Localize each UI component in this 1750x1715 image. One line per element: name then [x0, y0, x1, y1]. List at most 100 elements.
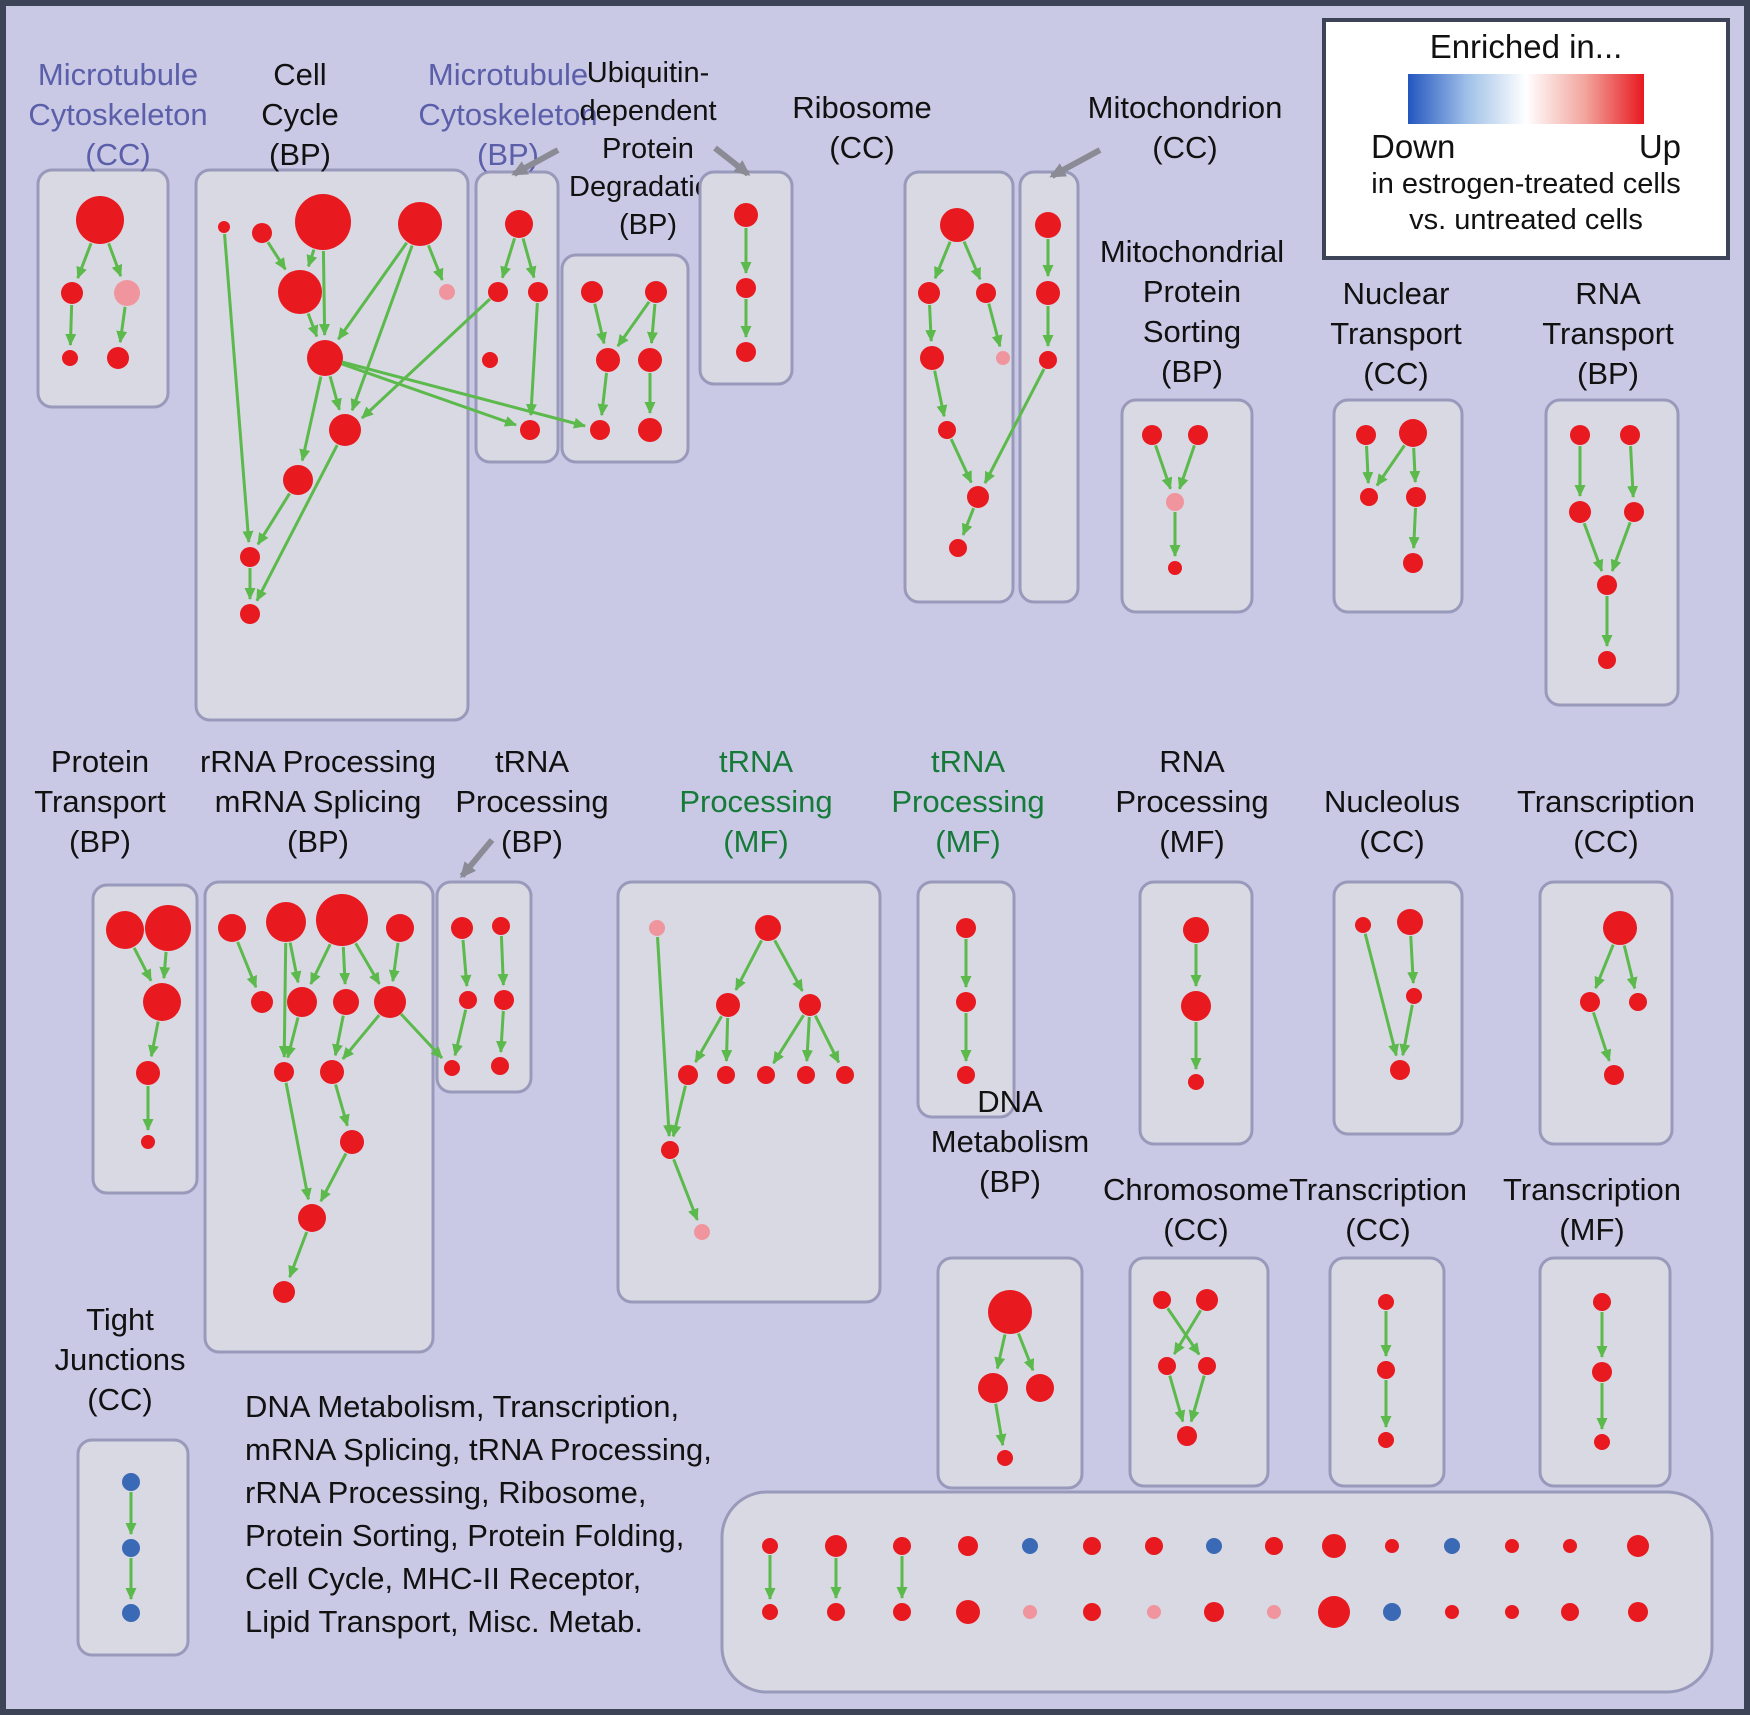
go-term-node	[1147, 1605, 1161, 1619]
cluster-label: Chromosome(CC)	[1103, 1172, 1289, 1247]
go-edge	[1168, 1375, 1186, 1423]
go-term-node	[736, 342, 756, 362]
go-term-node	[494, 990, 514, 1010]
go-edge	[255, 444, 339, 602]
go-edge	[1622, 945, 1638, 990]
go-term-node	[1145, 1537, 1163, 1555]
go-term-node	[1406, 487, 1426, 507]
go-term-node	[218, 914, 246, 942]
go-term-node	[1265, 1537, 1283, 1555]
go-edge	[521, 238, 537, 279]
go-term-node	[827, 1603, 845, 1621]
cluster-box	[1332, 398, 1464, 614]
cluster-box	[1538, 880, 1674, 1146]
go-edge	[1375, 444, 1406, 487]
cluster-box	[203, 880, 435, 1354]
go-term-node	[940, 208, 974, 242]
go-term-node	[122, 1473, 140, 1491]
go-term-node	[1026, 1374, 1054, 1402]
go-term-node	[1198, 1357, 1216, 1375]
go-term-node	[1390, 1060, 1410, 1080]
go-term-node	[307, 340, 343, 376]
go-edge	[814, 1015, 841, 1064]
cluster-label: Nucleolus(CC)	[1324, 784, 1460, 859]
legend-up-label: Up	[1638, 128, 1681, 165]
go-term-node	[590, 420, 610, 440]
go-term-node	[1035, 212, 1061, 238]
go-edge	[1363, 933, 1399, 1057]
cluster-nucleolus: Nucleolus(CC)	[1324, 784, 1464, 1136]
cluster-ubiquitin-side	[698, 170, 794, 386]
go-term-node	[956, 992, 976, 1012]
go-term-node	[398, 202, 442, 246]
go-term-node	[143, 983, 181, 1021]
go-term-node	[287, 987, 317, 1017]
go-edge	[1407, 935, 1419, 985]
go-term-node	[459, 991, 477, 1009]
go-term-node	[1181, 991, 1211, 1021]
go-term-node	[1397, 909, 1423, 935]
go-term-node	[1168, 561, 1182, 575]
go-term-node	[340, 1130, 364, 1154]
cluster-box	[194, 168, 470, 722]
go-term-node	[1378, 1432, 1394, 1448]
go-edge	[116, 306, 128, 344]
go-term-node	[638, 348, 662, 372]
go-term-node	[505, 210, 533, 238]
go-edge	[721, 1017, 733, 1063]
go-edge	[223, 233, 254, 544]
go-edge	[460, 939, 472, 988]
caption-line: mRNA Splicing, tRNA Processing,	[245, 1432, 712, 1467]
cluster-mitochondrion: Mitochondrion(CC)	[1018, 90, 1282, 604]
go-edge	[962, 240, 982, 281]
go-edge	[1592, 1011, 1612, 1062]
go-term-node	[976, 283, 996, 303]
cluster-box	[1120, 398, 1254, 614]
go-term-node	[1629, 993, 1647, 1011]
go-term-node	[1563, 1539, 1577, 1553]
cross-cluster-edge	[399, 1012, 444, 1060]
go-term-node	[757, 1066, 775, 1084]
go-term-node	[1597, 575, 1617, 595]
label-pointer-arrow	[511, 147, 560, 177]
go-edge	[1594, 944, 1615, 990]
go-term-node	[1383, 1603, 1401, 1621]
label-pointer-arrow	[459, 838, 495, 879]
go-term-node	[1604, 1065, 1624, 1085]
go-term-node	[1570, 425, 1590, 445]
go-term-node	[836, 1066, 854, 1084]
go-edge	[278, 942, 290, 1059]
go-edge	[341, 1014, 381, 1060]
go-term-node	[1166, 493, 1184, 511]
cross-cluster-edge	[341, 360, 586, 429]
go-term-node	[938, 421, 956, 439]
go-term-node	[1592, 1362, 1612, 1382]
legend-down-label: Down	[1371, 128, 1456, 165]
go-term-node	[957, 1066, 975, 1084]
go-term-node	[145, 905, 191, 951]
cluster-box	[936, 1256, 1084, 1490]
go-term-node	[694, 1224, 710, 1240]
go-edge	[159, 951, 171, 980]
cluster-misc-cluster	[720, 1490, 1714, 1694]
go-term-node	[122, 1539, 140, 1557]
go-edge	[299, 376, 323, 462]
go-term-node	[62, 350, 78, 366]
go-term-node	[978, 1373, 1008, 1403]
go-term-node	[1360, 488, 1378, 506]
go-term-node	[298, 1204, 326, 1232]
go-edge	[427, 244, 444, 281]
cluster-chromosome: Chromosome(CC)	[1103, 1172, 1289, 1488]
go-term-node	[1196, 1289, 1218, 1311]
go-term-node	[283, 465, 313, 495]
go-edge	[1177, 444, 1196, 490]
go-term-node	[1624, 502, 1644, 522]
go-term-node	[762, 1538, 778, 1554]
